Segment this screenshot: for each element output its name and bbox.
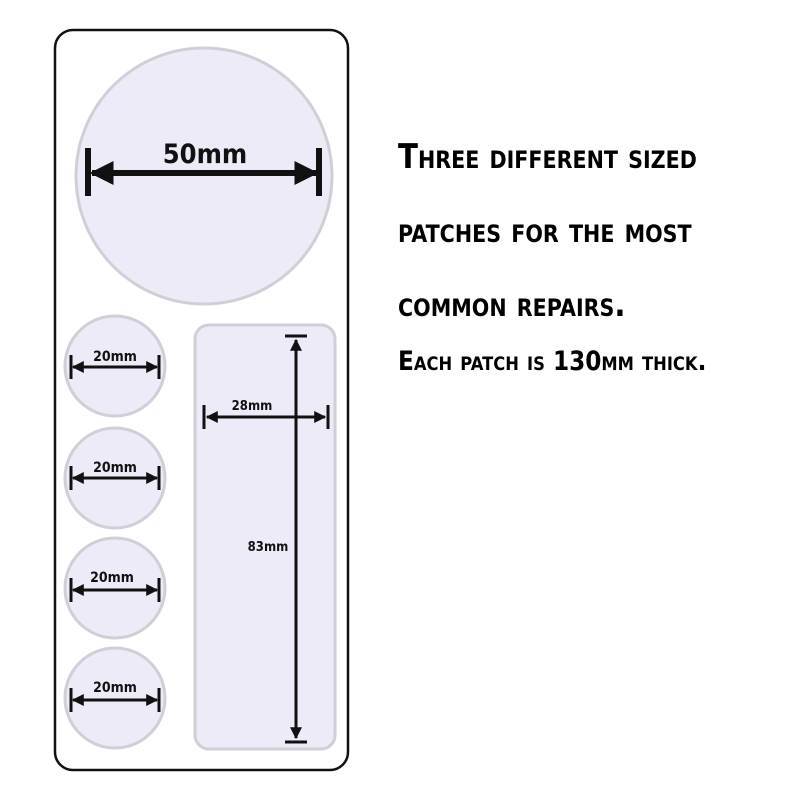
- small-patch-label: 20mm: [90, 570, 134, 586]
- small-patch-4: 20mm: [63, 646, 167, 750]
- description-line-4: Each patch is 130μm thick.: [398, 346, 707, 377]
- small-patch-1: 20mm: [63, 314, 167, 418]
- large-patch: 50mm: [74, 46, 334, 306]
- description-line-1: Three different sized: [398, 137, 697, 177]
- small-patch-circle: [63, 646, 167, 750]
- rect-height-label: 83mm: [248, 540, 289, 555]
- description-text: Three different sized patches for the mo…: [398, 120, 793, 382]
- rect-width-label: 28mm: [232, 399, 273, 414]
- rect-patch-shape: [193, 323, 337, 751]
- small-patch-circle: [63, 536, 167, 640]
- description-line-2: patches for the most: [398, 211, 692, 251]
- description-line-3: common repairs.: [398, 285, 626, 325]
- large-patch-label: 50mm: [163, 139, 247, 170]
- small-patch-label: 20mm: [93, 680, 137, 696]
- small-patch-2: 20mm: [63, 426, 167, 530]
- rect-patch: 28mm 83mm: [193, 323, 337, 751]
- small-patch-label: 20mm: [93, 460, 137, 476]
- small-patch-label: 20mm: [93, 349, 137, 365]
- small-patch-3: 20mm: [63, 536, 167, 640]
